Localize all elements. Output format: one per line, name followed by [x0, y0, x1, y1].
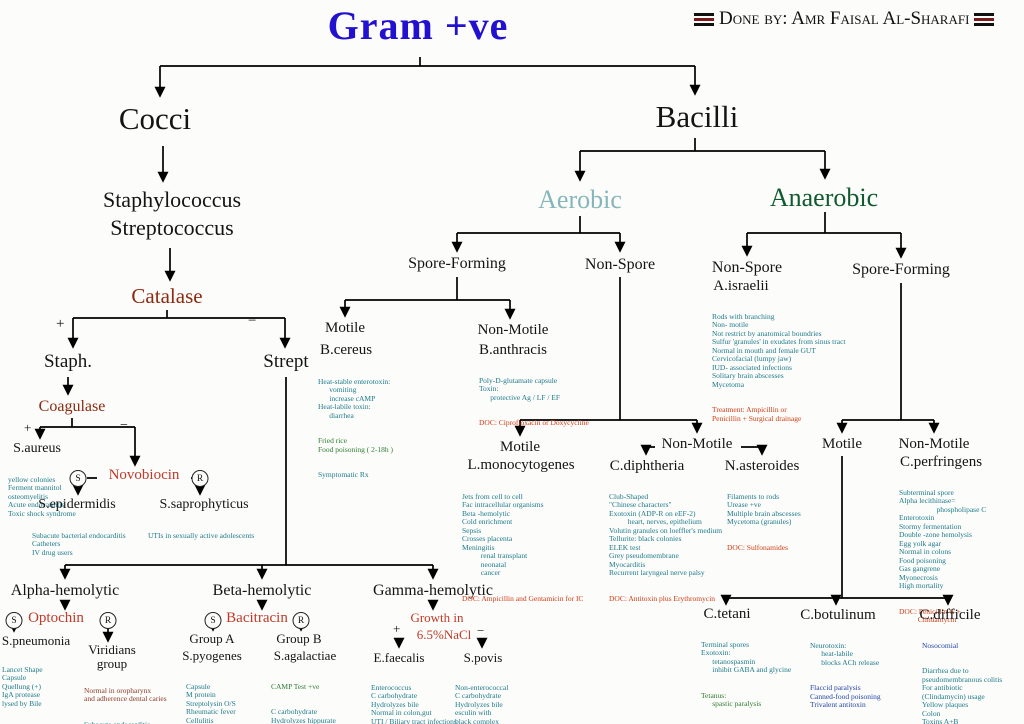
e-faecalis-notes: Enterococcus C carbohydrate Hydrolyzes b…	[371, 682, 457, 724]
node-non-motile-anaerobic: Non-Motile	[898, 436, 970, 452]
c-tetani-notes: Terminal spores Exotoxin: tetanospasmin …	[701, 639, 792, 709]
node-s-povis: S.povis	[463, 650, 503, 665]
node-s-pyogenes: S.pyogenes	[182, 648, 242, 663]
n-asteroides-notes: Filaments to rods Urease +ve Multiple br…	[727, 491, 801, 552]
node-viridians-group: Viridians group	[88, 642, 136, 672]
novobiocin-resistant-badge: R	[191, 470, 209, 487]
node-non-spore-anaerobic: Non-Spore	[711, 259, 783, 276]
node-alpha-hemolytic: Alpha-hemolytic	[10, 582, 120, 599]
credit-text: Done by: Amr Faisal Al-Sharafi	[719, 8, 970, 29]
c-botulinum-notes: Neurotoxin: heat-labile blocks ACh relea…	[810, 640, 881, 710]
b-anthracis-notes: Poly-D-glutamate capsule Toxin: protecti…	[479, 375, 589, 428]
node-s-aureus: S.aureus	[13, 441, 61, 456]
node-c-botulinum: C.botulinum	[800, 607, 876, 623]
optochin-resistant-badge: R	[99, 612, 117, 629]
node-c-perfringens: C.perfringens	[899, 454, 983, 470]
node-growth-nacl-test-line1: Growth in	[410, 610, 464, 625]
node-n-asteroides: N.asteroides	[724, 458, 800, 474]
node-c-diphtheria: C.diphtheria	[609, 458, 685, 474]
node-beta-hemolytic: Beta-hemolytic	[212, 582, 312, 599]
c-diphtheria-notes: Club-Shaped "Chinese characters" Exotoxi…	[609, 491, 723, 603]
node-c-tetani: C.tetani	[703, 606, 751, 622]
node-strept: Strept	[263, 351, 309, 372]
node-spore-forming-anaerobic: Spore-Forming	[852, 261, 950, 278]
node-bacitracin-test: Bacitracin	[226, 610, 288, 626]
s-povis-notes: Non-enterococcal C carbohydrate Hydrolyz…	[455, 682, 509, 724]
node-s-agalactiae: S.agalactiae	[273, 648, 337, 663]
node-group-a: Group A	[189, 631, 235, 646]
optochin-sensitive-badge: S	[5, 612, 23, 629]
l-monocytogenes-notes: Jets from cell to cell Fac intracellular…	[462, 491, 584, 603]
s-pyogenes-notes: Capsule M protein Streptolysin O/S Rheum…	[186, 681, 236, 724]
node-b-anthracis: B.anthracis	[479, 342, 547, 358]
novobiocin-sensitive-badge: S	[69, 470, 87, 487]
node-streptococcus: Streptococcus	[110, 215, 234, 240]
node-gamma-hemolytic: Gamma-hemolytic	[373, 582, 493, 599]
node-b-cereus: B.cereus	[319, 342, 373, 358]
node-cocci: Cocci	[118, 101, 192, 136]
node-spore-forming-aerobic: Spore-Forming	[408, 255, 506, 272]
viridians-notes: Normal in oropharynx and adherence denta…	[84, 685, 167, 724]
node-s-pneumonia: S.pneumonia	[1, 633, 71, 648]
b-cereus-notes: Heat-stable enterotoxin: vomiting increa…	[318, 376, 393, 480]
node-c-difficile: C.difficile	[919, 607, 981, 623]
nacl-negative-sign: −	[477, 623, 485, 638]
node-aerobic: Aerobic	[538, 185, 622, 214]
coagulase-positive-sign: +	[24, 420, 32, 435]
node-s-epidermidis: S.epidermidis	[38, 497, 116, 512]
catalase-positive-sign: +	[56, 316, 65, 332]
s-epidermidis-notes: Subacute bacterial endocarditis Catheter…	[32, 530, 126, 557]
flag-icon	[974, 12, 995, 26]
s-pneumonia-notes: Lancet Shape Capsule Quellung (+) IgA pr…	[2, 664, 43, 708]
node-bacilli: Bacilli	[655, 99, 739, 134]
node-coagulase-test: Coagulase	[38, 398, 106, 415]
a-israelii-notes: Rods with branching Non- motile Not rest…	[712, 311, 846, 423]
node-optochin-test: Optochin	[28, 610, 84, 626]
coagulase-negative-sign: −	[120, 418, 128, 433]
node-growth-nacl-test-line2: 6.5%NaCl	[416, 627, 472, 642]
catalase-negative-sign: −	[248, 313, 257, 329]
node-e-faecalis: E.faecalis	[373, 650, 425, 665]
node-non-motile-anthracis: Non-Motile	[477, 322, 549, 338]
c-perfringens-notes: Subterminal spore Alpha lecithinase= pho…	[899, 487, 987, 624]
page-title: Gram +ve	[327, 3, 509, 48]
s-aureus-notes: yellow colonies Ferment mannitol osteomy…	[8, 474, 76, 518]
node-motile-cereus: Motile	[325, 320, 365, 336]
node-non-motile-aerobic: Non-Motile	[661, 436, 733, 452]
nacl-positive-sign: +	[393, 621, 401, 636]
bacitracin-resistant-badge: R	[292, 612, 310, 629]
node-motile-anaerobic: Motile	[822, 436, 862, 452]
flag-icon	[694, 12, 714, 26]
node-a-israelii: A.israelii	[713, 278, 769, 294]
node-catalase-test: Catalase	[131, 284, 203, 308]
node-anaerobic: Anaerobic	[769, 183, 879, 212]
node-motile-listeria: Motile	[500, 439, 540, 455]
node-novobiocin-test: Novobiocin	[108, 467, 180, 483]
credit: Done by: Amr Faisal Al-Sharafi	[694, 8, 995, 30]
node-staph: Staph.	[43, 351, 93, 372]
bacitracin-sensitive-badge: S	[204, 612, 222, 629]
node-l-monocytogenes: L.monocytogenes	[467, 457, 575, 473]
s-saprophyticus-notes: UTIs in sexually active adolescents	[148, 530, 255, 540]
node-s-saprophyticus: S.saprophyticus	[159, 497, 249, 512]
node-non-spore-aerobic: Non-Spore	[584, 256, 656, 273]
c-difficile-notes: Nosocomial Diarrhea due to pseudomembran…	[922, 640, 1003, 724]
node-staphylococcus: Staphylococcus	[102, 187, 242, 212]
node-group-b: Group B	[276, 631, 322, 646]
s-agalactiae-notes: CAMP Test +ve C carbohydrate Hydrolyzes …	[271, 681, 336, 724]
